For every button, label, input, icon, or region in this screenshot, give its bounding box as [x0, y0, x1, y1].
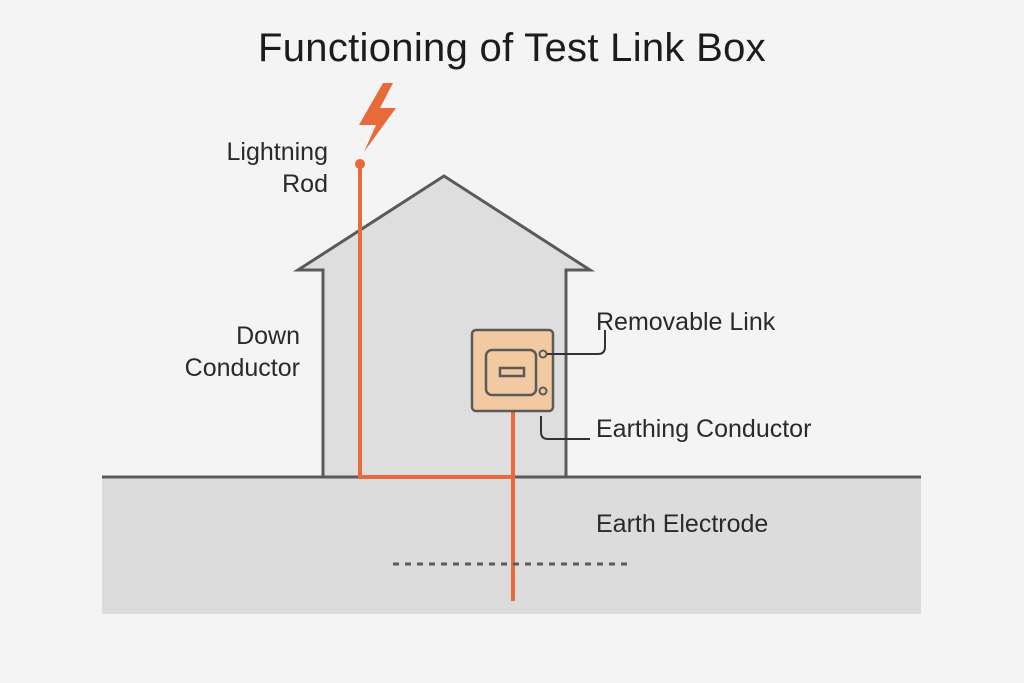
- lightning-rod-label-line1: Lightning: [226, 138, 328, 166]
- lightning-rod-label-line2: Rod: [282, 170, 328, 198]
- removable-link: [498, 366, 526, 378]
- test-link-box: [470, 328, 555, 413]
- earthing-conductor-label: Earthing Conductor: [596, 415, 812, 443]
- link-terminal-top: [538, 349, 548, 359]
- building: [292, 174, 596, 479]
- page-title: Functioning of Test Link Box: [258, 26, 766, 70]
- earth-electrode-label: Earth Electrode: [596, 510, 769, 538]
- down-conductor-label-line2: Conductor: [184, 354, 300, 382]
- down-conductor-label: Down Conductor: [120, 320, 300, 384]
- removable-link-housing: [484, 348, 538, 397]
- down-conductor: [358, 164, 513, 479]
- removable-link-leader: [547, 330, 606, 355]
- lightning-bolt-icon: [359, 83, 396, 152]
- down-conductor-label-line1: Down: [236, 322, 300, 350]
- lightning-rod-label: Lightning Rod: [150, 136, 328, 200]
- removable-link-label: Removable Link: [596, 308, 776, 336]
- earthing-conductor-leader: [540, 416, 590, 440]
- link-terminal-bottom: [538, 386, 548, 396]
- lightning-rod-tip: [355, 159, 365, 169]
